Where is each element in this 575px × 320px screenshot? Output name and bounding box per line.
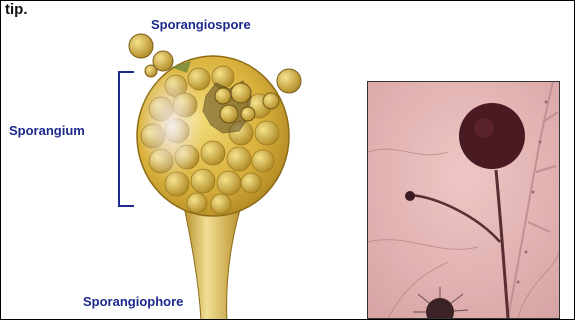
label-sporangium: Sporangium (9, 123, 85, 138)
sporangium-illustration (1, 1, 361, 320)
micrograph-photo (367, 81, 560, 319)
micrograph-sporangium (459, 103, 525, 169)
label-sporangiospore: Sporangiospore (151, 17, 251, 32)
label-sporangiophore: Sporangiophore (83, 294, 183, 309)
sporangiophore-stalk (184, 206, 241, 320)
sporangium-bracket (118, 71, 134, 207)
